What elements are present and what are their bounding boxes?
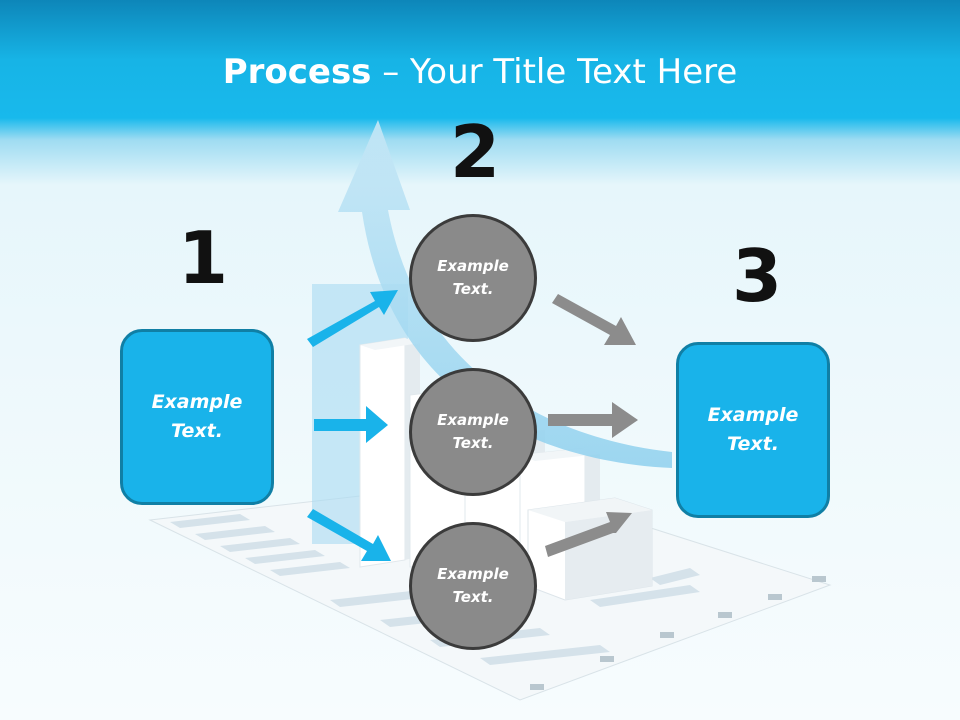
title-bold: Process [222, 52, 372, 92]
blue-arrow-right [314, 406, 388, 443]
slide-title: Process – Your Title Text Here [0, 52, 960, 92]
gray-arrow-down [552, 294, 636, 345]
step-3-text: Example Text. [707, 404, 799, 455]
title-rest: – Your Title Text Here [371, 52, 738, 92]
step-1-text: Example Text. [151, 391, 243, 442]
circle-top-text: Example Text. [437, 257, 509, 298]
step-2-circle-middle[interactable]: Example Text. [409, 368, 537, 496]
blue-arrows [307, 290, 398, 561]
step-2-circle-bottom[interactable]: Example Text. [409, 522, 537, 650]
gray-arrow-right [548, 402, 638, 438]
step-number-3: 3 [732, 234, 783, 318]
step-1-box[interactable]: Example Text. [120, 329, 274, 505]
blue-arrow-down [307, 509, 391, 561]
step-number-1: 1 [178, 216, 229, 300]
blue-arrow-up [307, 290, 398, 347]
circle-bottom-text: Example Text. [437, 565, 509, 606]
step-2-circle-top[interactable]: Example Text. [409, 214, 537, 342]
paper-tick-marks [530, 576, 826, 690]
gray-arrow-up [545, 512, 632, 557]
step-number-2: 2 [450, 110, 501, 194]
step-3-box[interactable]: Example Text. [676, 342, 830, 518]
circle-middle-text: Example Text. [437, 411, 509, 452]
gray-arrows [545, 294, 638, 557]
